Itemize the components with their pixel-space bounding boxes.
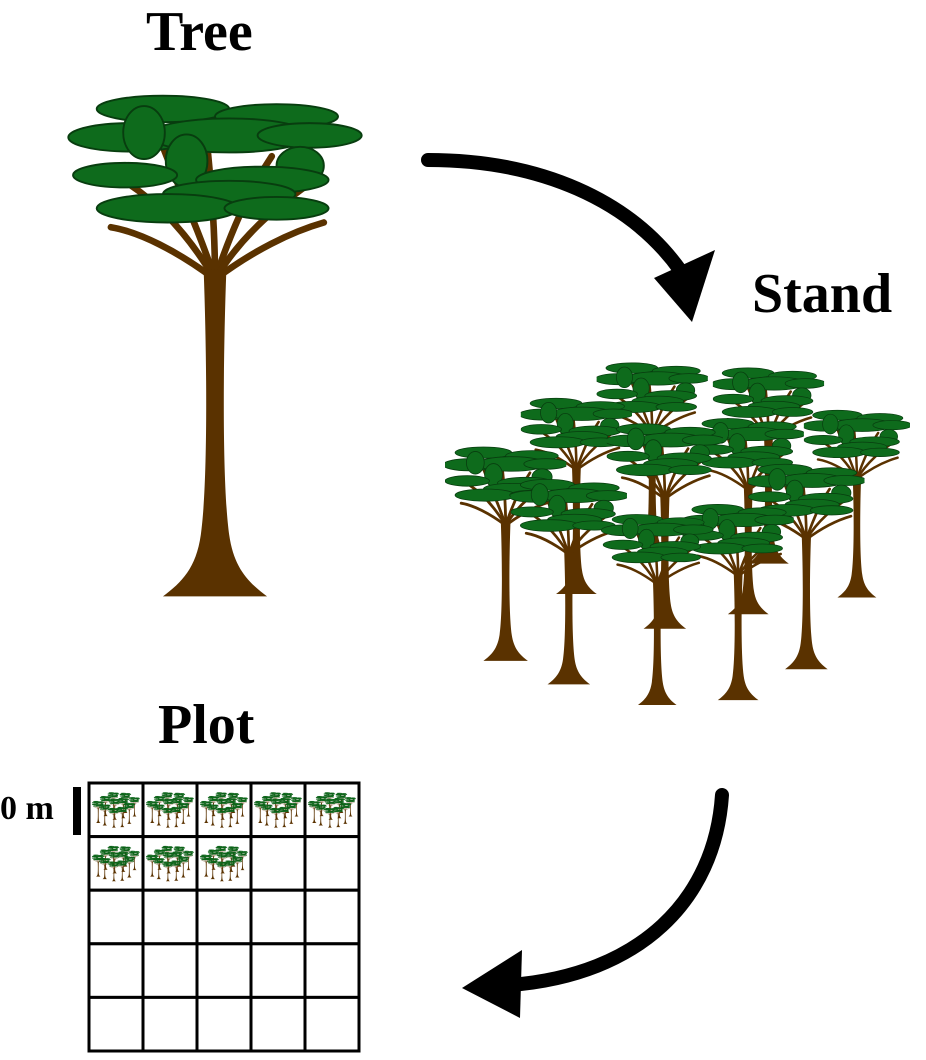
plot-label: Plot xyxy=(158,694,255,756)
plot-cell xyxy=(249,888,307,946)
plot-cell xyxy=(249,942,307,999)
plot-cell xyxy=(195,942,253,999)
plot-cell xyxy=(195,995,253,1053)
plot-cell xyxy=(87,888,145,946)
scale-label: 0 m xyxy=(0,790,54,827)
arrow-icon xyxy=(462,788,729,1018)
tree-icon xyxy=(68,96,361,597)
stand-icon xyxy=(443,363,912,706)
plot-cell xyxy=(249,995,307,1053)
plot-cell xyxy=(303,888,361,946)
plot-cell xyxy=(303,835,361,892)
plot-cell xyxy=(195,888,253,946)
arrow-icon xyxy=(421,153,715,322)
plot-cell xyxy=(249,835,307,892)
plot-cell xyxy=(141,942,199,999)
plot-cell xyxy=(303,942,361,999)
tree-label: Tree xyxy=(146,1,253,63)
stand-label: Stand xyxy=(752,263,893,325)
plot-cell xyxy=(141,995,199,1053)
plot-cell xyxy=(303,995,361,1053)
scale-bar xyxy=(73,787,81,835)
plot-cell xyxy=(87,995,145,1053)
plot-cell xyxy=(141,888,199,946)
plot-grid xyxy=(87,781,361,1053)
plot-cell xyxy=(87,942,145,999)
